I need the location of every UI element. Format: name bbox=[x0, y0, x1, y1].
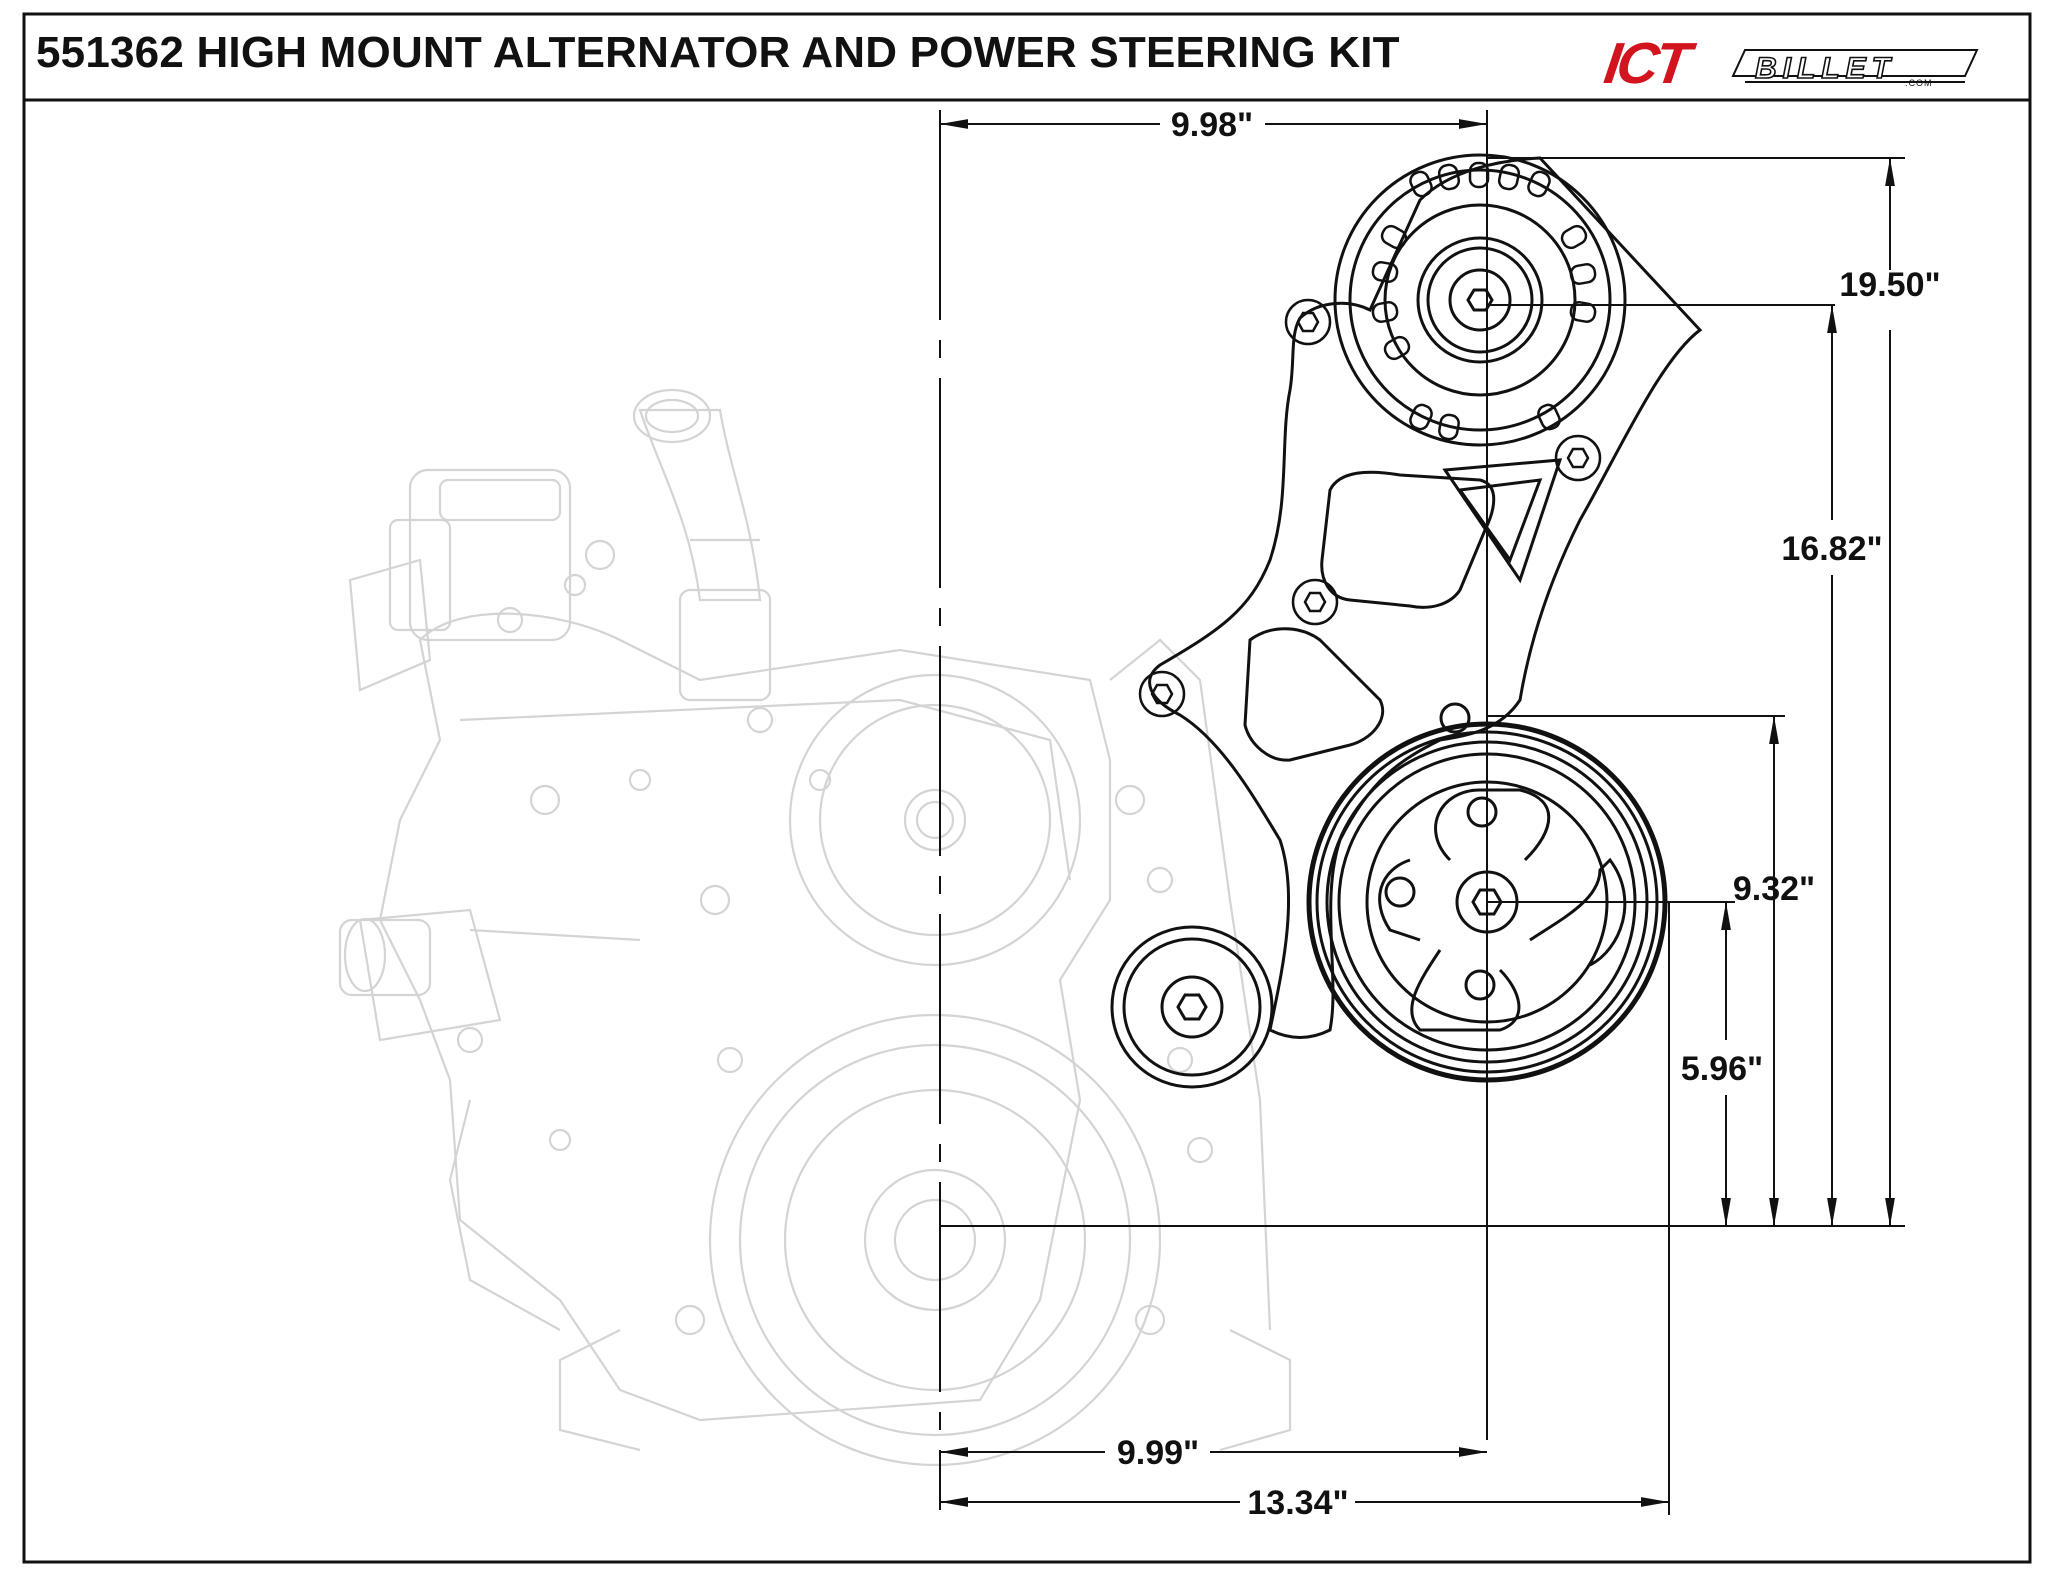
dim-overall-height: 19.50" bbox=[1839, 266, 1940, 304]
logo-swoosh bbox=[1731, 49, 1979, 83]
dim-bottom-width-2: 13.34" bbox=[1247, 1484, 1348, 1522]
sheet-border bbox=[22, 12, 2032, 1564]
dim-idler-height: 5.96" bbox=[1681, 1050, 1763, 1088]
bracket-outline bbox=[1148, 156, 1703, 1039]
dimension-lines bbox=[939, 110, 1905, 1515]
logo-sub-text: BILLET bbox=[1754, 51, 1896, 86]
brand-logo: ICT BILLET .COM bbox=[1600, 31, 1985, 96]
bracket-assembly bbox=[1110, 153, 1703, 1089]
bracket-bolts bbox=[1138, 298, 1602, 718]
dim-top-width: 9.98" bbox=[1171, 106, 1253, 144]
logo-domain-text: .COM bbox=[1905, 78, 1933, 88]
page-title: 551362 HIGH MOUNT ALTERNATOR AND POWER S… bbox=[36, 28, 1400, 77]
dim-bottom-width-1: 9.99" bbox=[1117, 1434, 1199, 1472]
engine-ghost-drawing bbox=[338, 388, 1292, 1467]
dim-ps-pulley-height: 9.32" bbox=[1733, 870, 1815, 908]
alternator-pulley bbox=[1333, 153, 1627, 447]
logo-main-text: ICT bbox=[1600, 31, 1692, 96]
idler-pulley bbox=[1110, 925, 1274, 1089]
dim-alternator-height: 16.82" bbox=[1781, 530, 1882, 568]
